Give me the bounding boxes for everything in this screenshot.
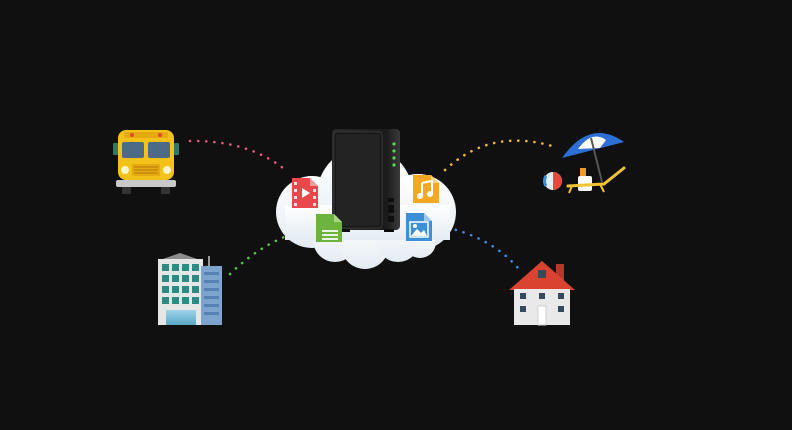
video-file-icon xyxy=(292,178,318,208)
nas-server-icon xyxy=(332,129,400,232)
music-file-icon xyxy=(413,175,439,203)
connection-home xyxy=(438,224,520,270)
spreadsheet-file-icon xyxy=(316,214,342,242)
office-building-icon xyxy=(158,253,222,325)
image-file-icon xyxy=(406,213,432,241)
school-bus-icon xyxy=(113,130,179,194)
dotted-connections xyxy=(188,139,554,276)
connection-beach xyxy=(443,139,554,172)
house-icon xyxy=(509,261,575,326)
beach-umbrella-icon xyxy=(543,133,626,194)
connection-bus xyxy=(188,139,290,174)
connection-office xyxy=(228,228,307,276)
